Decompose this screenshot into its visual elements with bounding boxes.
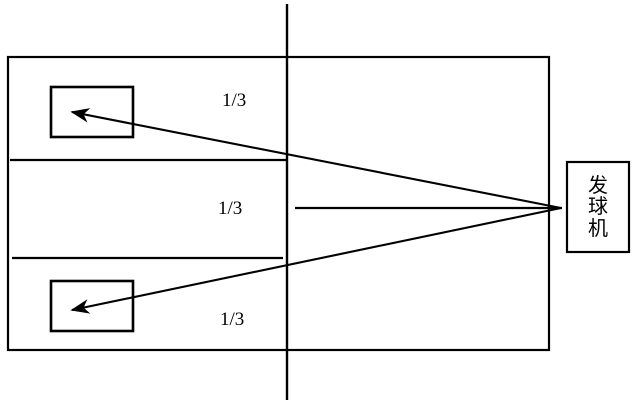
- target-box-lower: [49, 279, 135, 333]
- serving-machine-label-char-2: 球: [588, 194, 608, 219]
- zone-label-top: 1/3: [222, 90, 247, 111]
- zone-label-middle: 1/3: [218, 198, 243, 219]
- serving-machine-label-char-3: 机: [588, 215, 608, 240]
- serving-machine-label: 发 球 机: [567, 162, 629, 252]
- trajectory-to-lower-target: [70, 206, 562, 314]
- court-outline: [6, 55, 551, 352]
- serving-machine-label-char-1: 发: [588, 172, 608, 197]
- zone-label-bottom: 1/3: [220, 309, 245, 330]
- target-box-upper: [49, 85, 135, 139]
- trajectory-to-upper-target: [70, 108, 562, 210]
- serving-machine-box: [565, 160, 631, 254]
